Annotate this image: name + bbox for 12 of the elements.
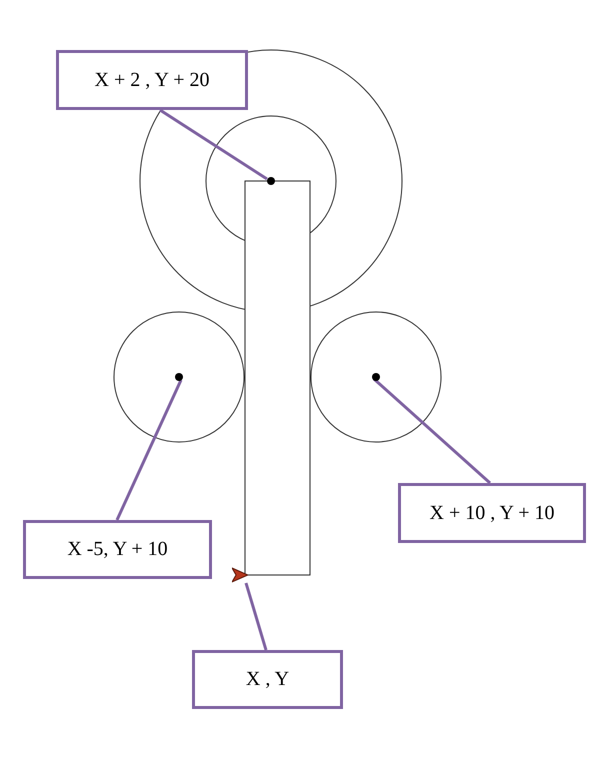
leader-line xyxy=(244,582,268,650)
coordinate-label: X , Y xyxy=(192,650,343,709)
leader-line xyxy=(116,379,182,521)
turtle-icon xyxy=(232,567,248,583)
coordinate-label: X + 2 , Y + 20 xyxy=(56,50,248,110)
coordinate-label: X -5, Y + 10 xyxy=(23,520,212,579)
leader-line xyxy=(159,108,268,180)
center-dot xyxy=(372,373,380,381)
coordinate-label: X + 10 , Y + 10 xyxy=(398,483,586,543)
center-dot xyxy=(267,177,275,185)
center-dot xyxy=(175,373,183,381)
leader-line xyxy=(373,378,491,484)
